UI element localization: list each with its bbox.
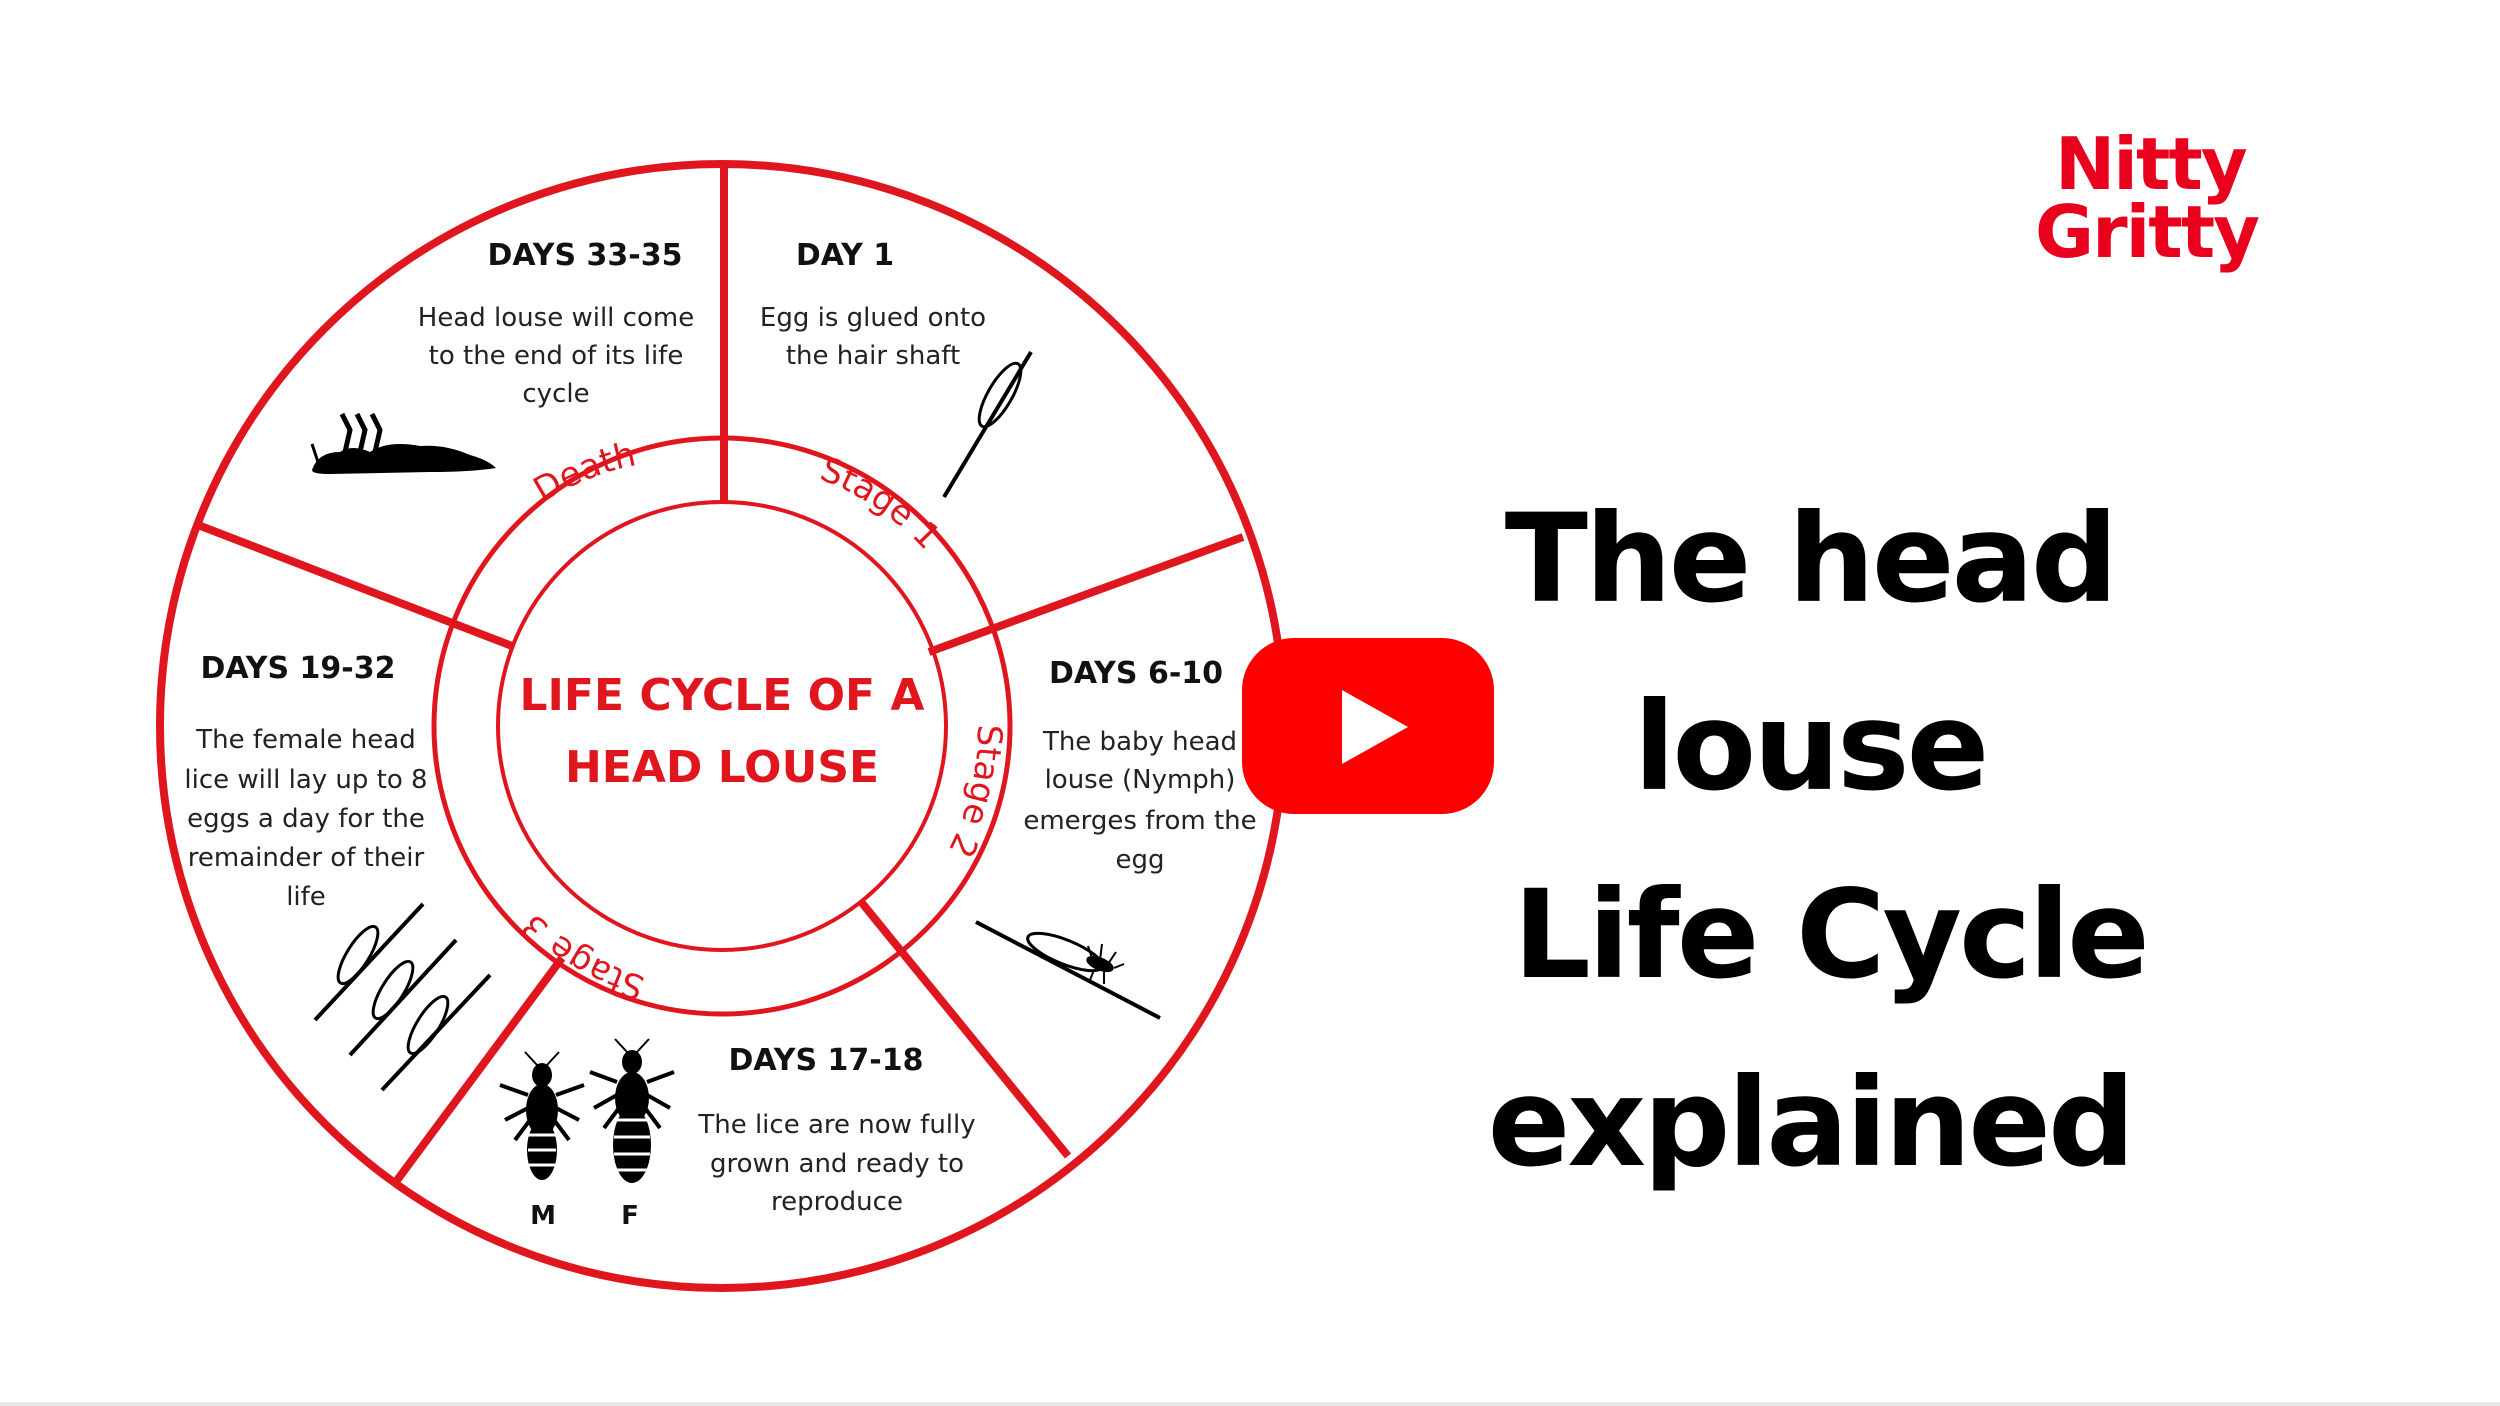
segment-heading: DAYS 6-10 <box>1049 656 1223 691</box>
segment-dividers <box>196 164 1245 1186</box>
segment-heading: DAYS 19-32 <box>201 651 396 686</box>
segment-heading: DAYS 33-35 <box>488 238 683 273</box>
female-louse-icon <box>589 1038 675 1183</box>
segment-heading: DAYS 17-18 <box>729 1043 924 1078</box>
center-title-line2: HEAD LOUSE <box>565 742 879 793</box>
segment-days33-35: DAYS 33-35 Head louse will come to the e… <box>310 238 694 474</box>
segment-desc-line: life <box>286 882 326 912</box>
segment-desc-line: emerges from the <box>1023 806 1256 836</box>
segment-days6-10: DAYS 6-10 The baby head louse (Nymph) em… <box>975 656 1257 1020</box>
segment-desc-line: Egg is glued onto <box>760 303 986 333</box>
segment-desc-line: reproduce <box>771 1187 903 1217</box>
segment-heading: DAY 1 <box>796 238 894 273</box>
segment-desc-line: egg <box>1115 845 1164 875</box>
segment-desc-line: The female head <box>195 725 415 755</box>
center-title-line1: LIFE CYCLE OF A <box>520 670 925 721</box>
headline-line2: Life Cycle <box>1513 864 2150 1006</box>
video-headline: The head louse Life Cycle explained <box>1330 465 2290 1217</box>
egg-on-hair-icon <box>942 350 1033 499</box>
segment-desc-line: The baby head <box>1042 727 1237 757</box>
headline-line1: The head louse <box>1504 488 2119 818</box>
nitty-gritty-logo: Nitty Gritty <box>2035 122 2275 274</box>
ring-label-stage2: Stage 2 <box>940 724 1009 864</box>
segment-days17-18: DAYS 17-18 The lice are now fully grown … <box>499 1038 976 1231</box>
segment-days19-32: DAYS 19-32 The female head lice will lay… <box>184 651 492 1092</box>
segment-desc-line: The lice are now fully <box>697 1110 975 1140</box>
segment-desc-line: grown and ready to <box>710 1149 964 1179</box>
youtube-play-icon <box>1342 690 1408 764</box>
female-label: F <box>621 1201 639 1231</box>
segment-desc-line: Head louse will come <box>418 303 694 333</box>
logo-line2: Gritty <box>2035 190 2260 274</box>
divider-left <box>196 521 514 650</box>
ring-label-stage1: Stage 1 <box>815 450 948 558</box>
segment-desc-line: lice will lay up to 8 <box>184 765 427 795</box>
segment-desc-line: cycle <box>522 379 589 409</box>
segment-desc-line: remainder of their <box>188 843 425 873</box>
male-label: M <box>530 1201 556 1231</box>
inner-ring <box>496 500 948 952</box>
headline-line3: explained <box>1487 1052 2136 1194</box>
male-louse-icon <box>499 1051 585 1180</box>
divider-lower-left <box>391 955 566 1186</box>
logo-line1: Nitty <box>2055 122 2248 206</box>
dead-louse-icon <box>310 412 496 474</box>
nymph-hatching-icon <box>975 920 1161 1020</box>
divider-upper-right <box>927 533 1245 656</box>
segment-desc-line: to the end of its life <box>429 341 684 371</box>
adult-lice-icon <box>499 1038 675 1183</box>
segment-day1: DAY 1 Egg is glued onto the hair shaft <box>760 238 1033 499</box>
segment-desc-line: eggs a day for the <box>187 804 425 834</box>
three-eggs-icon <box>313 902 492 1092</box>
divider-lower-right <box>858 900 1072 1159</box>
bottom-divider <box>0 1402 2500 1406</box>
youtube-play-button[interactable] <box>1242 638 1494 814</box>
segment-desc-line: louse (Nymph) <box>1045 765 1236 795</box>
ring-label-death: Death <box>527 434 640 510</box>
segment-desc-line: the hair shaft <box>786 341 960 371</box>
